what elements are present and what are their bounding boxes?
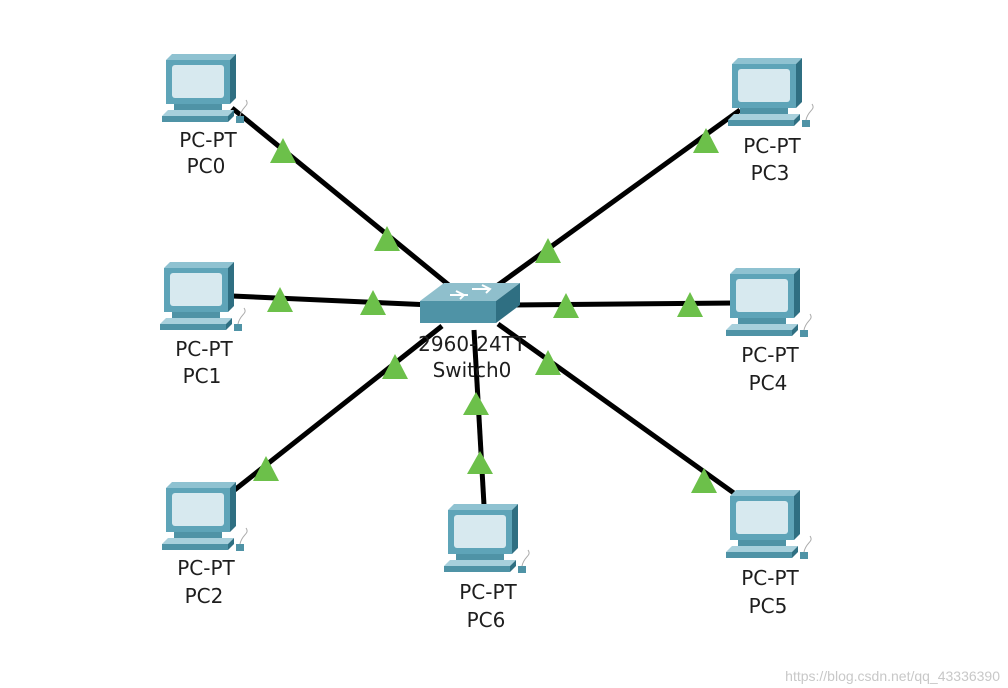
link-up-indicator: [553, 293, 579, 318]
link-up-indicator: [535, 350, 561, 375]
pc-icon[interactable]: [727, 57, 814, 128]
pc-icon[interactable]: [159, 261, 246, 332]
link-pc4-switch0[interactable]: [511, 300, 737, 308]
link-up-indicator: [535, 238, 561, 263]
switch-icon[interactable]: [420, 283, 520, 323]
link-up-indicator: [382, 354, 408, 379]
pc-icon[interactable]: [725, 267, 812, 338]
link-up-indicator: [360, 290, 386, 315]
pc3-model-label: PC-PT: [743, 134, 801, 158]
link-up-indicator: [267, 287, 293, 312]
pc-icon[interactable]: [443, 503, 530, 574]
pc4-name-label: PC4: [748, 371, 788, 395]
link-pc3-switch0[interactable]: [496, 107, 742, 288]
pc6-name-label: PC6: [466, 608, 506, 632]
pc-icon[interactable]: [161, 481, 248, 552]
link-up-indicator: [270, 138, 296, 163]
link-pc6-switch0[interactable]: [471, 329, 487, 506]
pc0-model-label: PC-PT: [179, 128, 237, 152]
link-pc0-switch0[interactable]: [230, 106, 452, 288]
link-up-indicator: [691, 468, 717, 493]
pc6-model-label: PC-PT: [459, 580, 517, 604]
link-up-indicator: [463, 392, 489, 415]
pc5-name-label: PC5: [748, 594, 788, 618]
link-status-indicators: [253, 128, 719, 493]
pc5-model-label: PC-PT: [741, 566, 799, 590]
link-up-indicator: [253, 456, 279, 481]
switch-name-label: Switch0: [432, 358, 512, 382]
link-up-indicator: [374, 226, 400, 251]
switch-model-label: 2960-24TT: [418, 332, 526, 356]
pc1-model-label: PC-PT: [175, 337, 233, 361]
link-up-indicator: [677, 292, 703, 317]
pc0-name-label: PC0: [186, 154, 226, 178]
watermark: https://blog.csdn.net/qq_43336390: [785, 668, 1000, 684]
link-up-indicator: [467, 451, 493, 474]
pc1-name-label: PC1: [182, 364, 222, 388]
pc4-model-label: PC-PT: [741, 343, 799, 367]
link-pc5-switch0[interactable]: [496, 321, 740, 499]
link-pc1-switch0[interactable]: [231, 293, 433, 308]
pc-icon[interactable]: [725, 489, 812, 560]
link-up-indicator: [693, 128, 719, 153]
pc2-model-label: PC-PT: [177, 556, 235, 580]
pc3-name-label: PC3: [750, 161, 790, 185]
pc2-name-label: PC2: [184, 584, 224, 608]
